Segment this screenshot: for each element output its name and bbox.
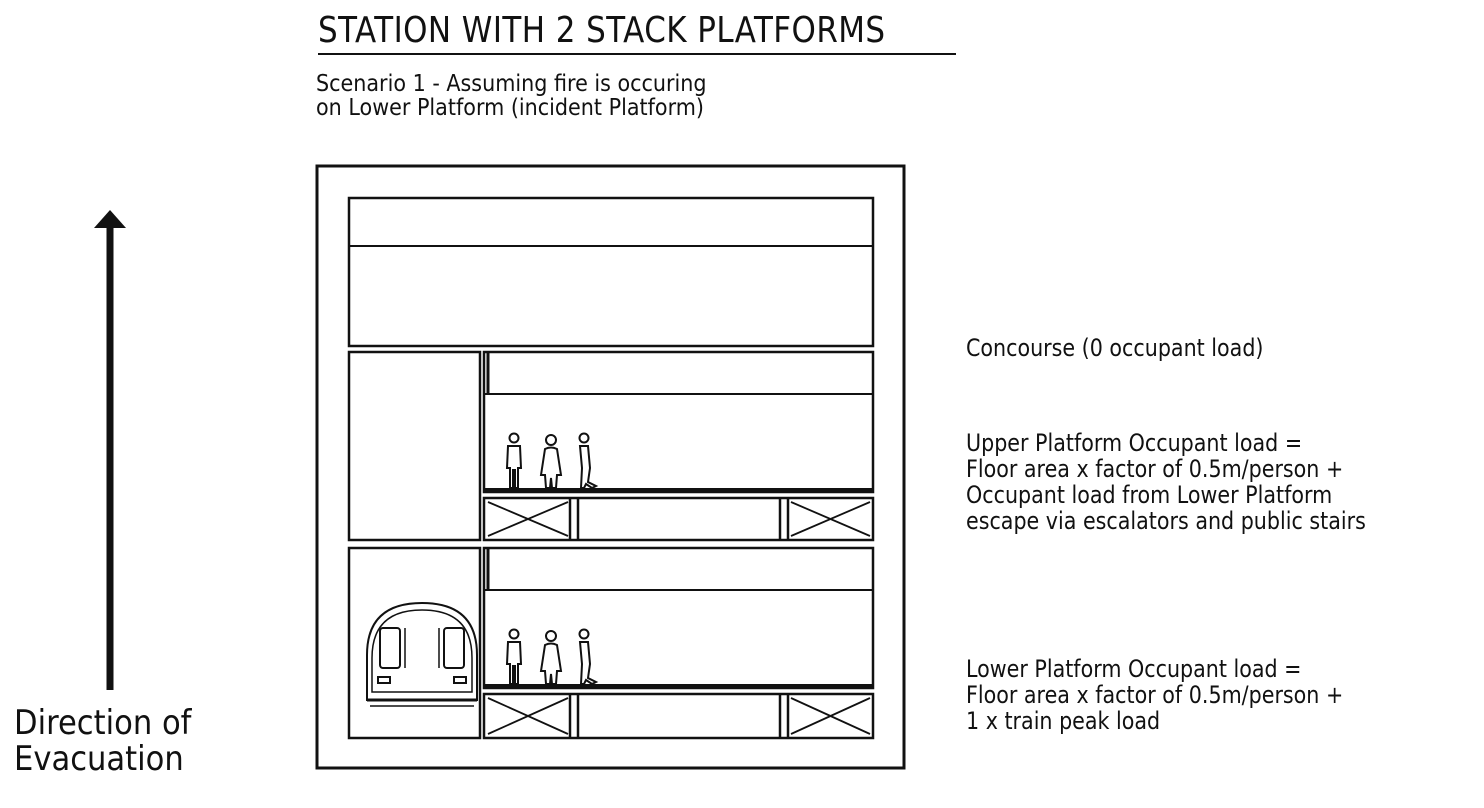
train-icon	[366, 601, 478, 707]
scenario-line-1: Scenario 1 - Assuming fire is occuring	[316, 71, 707, 97]
upper-platform-passengers	[505, 432, 599, 490]
direction-line-1: Direction of	[14, 703, 192, 743]
concourse-level	[347, 196, 875, 348]
upper-platform-line-4: escape via escalators and public stairs	[966, 507, 1366, 535]
lower-platform-line-1: Lower Platform Occupant load =	[966, 655, 1302, 683]
lower-platform-line-2: Floor area x factor of 0.5m/person +	[966, 681, 1344, 709]
station-outer-box	[315, 164, 906, 770]
person-icon	[539, 630, 563, 685]
concourse-label: Concourse (0 occupant load)	[966, 335, 1263, 361]
person-icon	[578, 432, 599, 490]
lower-platform	[482, 546, 875, 690]
upper-platform-line-1: Upper Platform Occupant load =	[966, 429, 1303, 457]
upper-trackway	[347, 350, 482, 542]
scenario-description: Scenario 1 - Assuming fire is occuring o…	[316, 72, 707, 120]
title-underline	[318, 53, 956, 55]
upper-vertical-circulation	[482, 496, 875, 542]
person-icon	[578, 628, 599, 686]
scenario-line-2: on Lower Platform (incident Platform)	[316, 95, 704, 121]
lower-vertical-circulation	[482, 692, 875, 740]
person-icon	[505, 432, 523, 489]
direction-of-evacuation-label: Direction of Evacuation	[14, 705, 191, 777]
upper-platform-label: Upper Platform Occupant load = Floor are…	[966, 430, 1366, 534]
upper-platform	[482, 350, 875, 494]
lower-platform-line-3: 1 x train peak load	[966, 707, 1161, 735]
diagram-title: STATION WITH 2 STACK PLATFORMS	[318, 10, 886, 51]
lower-platform-label: Lower Platform Occupant load = Floor are…	[966, 656, 1343, 734]
lower-trackway	[347, 546, 482, 740]
lower-platform-passengers	[505, 628, 599, 686]
person-icon	[539, 434, 563, 489]
direction-line-2: Evacuation	[14, 739, 184, 779]
person-icon	[505, 628, 523, 685]
evacuation-arrow	[94, 210, 126, 690]
upper-platform-line-3: Occupant load from Lower Platform	[966, 481, 1333, 509]
upper-platform-line-2: Floor area x factor of 0.5m/person +	[966, 455, 1344, 483]
concourse-label-text: Concourse (0 occupant load)	[966, 334, 1264, 362]
